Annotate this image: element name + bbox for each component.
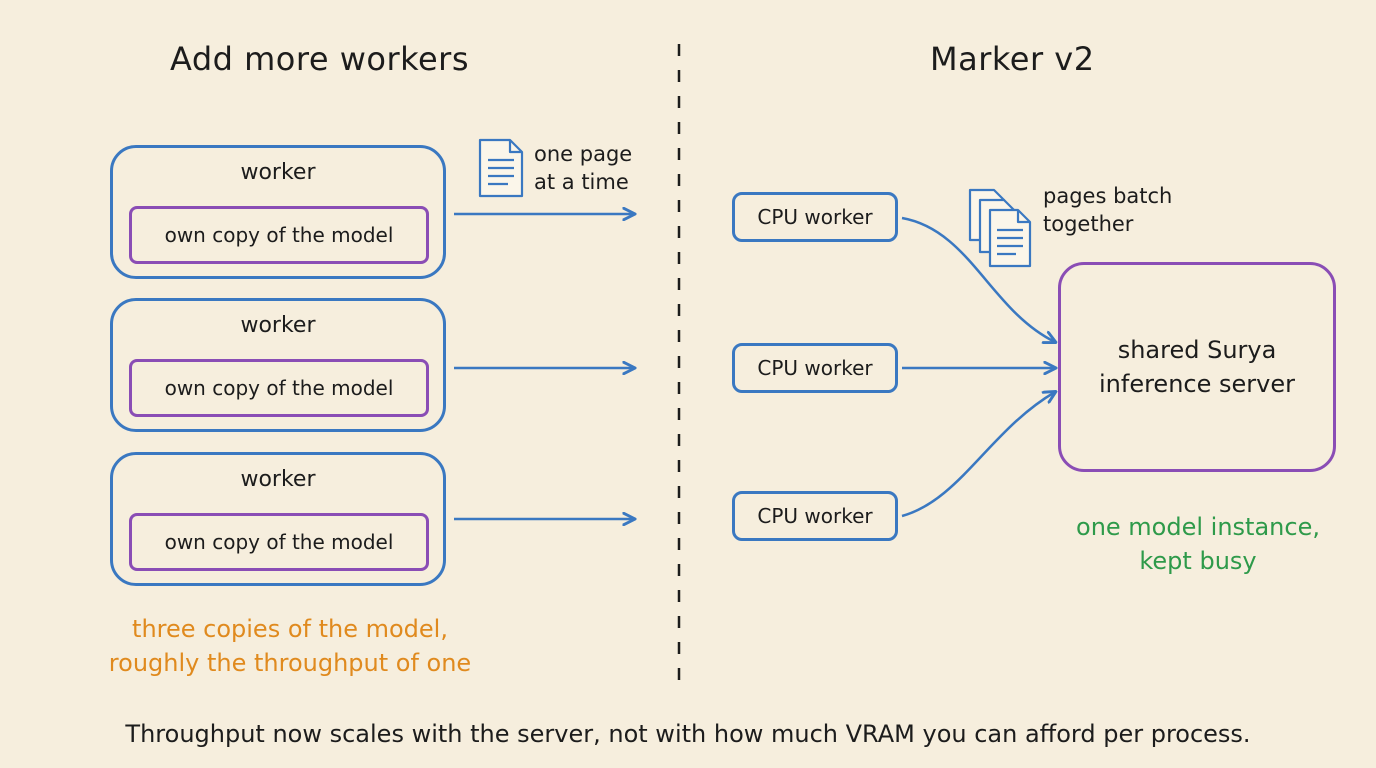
server-label-line: shared Surya — [1117, 336, 1277, 364]
right-title: Marker v2 — [930, 40, 1095, 78]
model-box: own copy of the model — [129, 513, 429, 571]
left-title: Add more workers — [170, 40, 469, 78]
cpu-worker-box: CPU worker — [732, 343, 898, 393]
model-label: own copy of the model — [164, 376, 394, 400]
left-caption: three copies of the model, roughly the t… — [60, 612, 520, 680]
one-page-note: one page at a time — [534, 140, 632, 196]
worker-label: worker — [240, 160, 316, 185]
stacked-documents-icon — [968, 188, 1032, 268]
note-line: together — [1043, 212, 1134, 236]
model-label: own copy of the model — [164, 530, 394, 554]
caption-line: roughly the throughput of one — [108, 649, 472, 677]
worker-box: worker own copy of the model — [110, 298, 446, 432]
model-box: own copy of the model — [129, 359, 429, 417]
model-label: own copy of the model — [164, 223, 394, 247]
worker-label: worker — [240, 313, 316, 338]
cpu-worker-box: CPU worker — [732, 491, 898, 541]
document-icon — [478, 138, 524, 198]
cpu-worker-label: CPU worker — [757, 356, 873, 380]
caption-line: three copies of the model, — [132, 615, 448, 643]
footer-text: Throughput now scales with the server, n… — [125, 720, 1251, 748]
pages-batch-note: pages batch together — [1043, 182, 1172, 238]
note-line: one page — [534, 142, 633, 166]
server-label-line: inference server — [1099, 370, 1295, 398]
caption-line: one model instance, — [1076, 513, 1320, 541]
note-line: at a time — [534, 170, 629, 194]
worker-box: worker own copy of the model — [110, 145, 446, 279]
right-caption: one model instance, kept busy — [1040, 510, 1356, 578]
caption-line: kept busy — [1139, 547, 1257, 575]
right-arrow — [901, 216, 1055, 342]
right-arrow — [901, 392, 1055, 518]
model-box: own copy of the model — [129, 206, 429, 264]
worker-label: worker — [240, 467, 316, 492]
cpu-worker-box: CPU worker — [732, 192, 898, 242]
cpu-worker-label: CPU worker — [757, 504, 873, 528]
note-line: pages batch — [1043, 184, 1173, 208]
worker-box: worker own copy of the model — [110, 452, 446, 586]
cpu-worker-label: CPU worker — [757, 205, 873, 229]
inference-server-box: shared Surya inference server — [1058, 262, 1336, 472]
